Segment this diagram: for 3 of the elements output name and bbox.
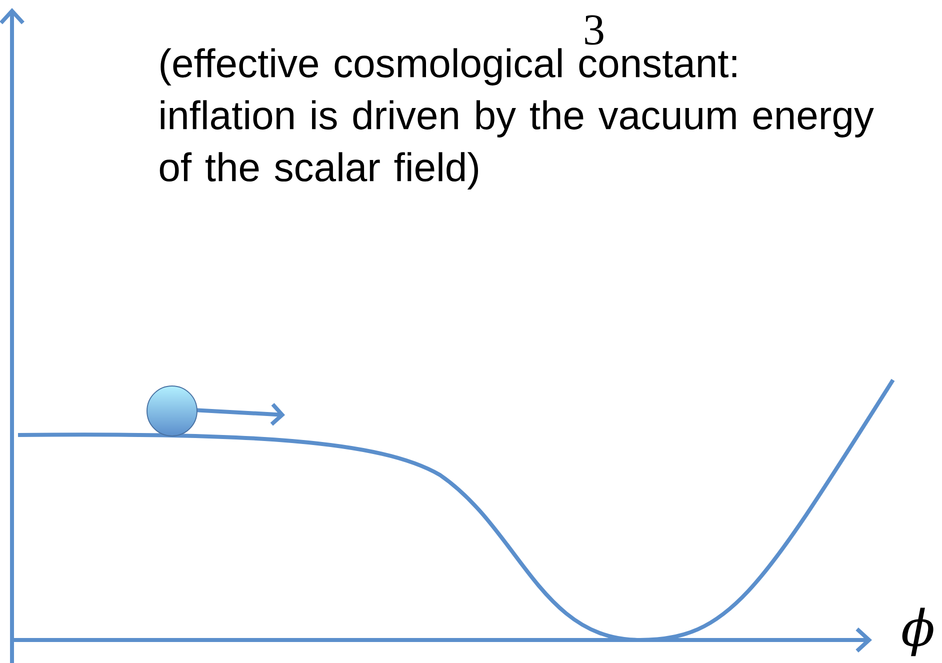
formula-fragment: 3	[585, 15, 604, 45]
annotation-text: (effective cosmological constant: inflation is driven by the vacuum energy of the scalar field)	[160, 48, 874, 190]
axis-label: ϕ	[902, 608, 934, 656]
